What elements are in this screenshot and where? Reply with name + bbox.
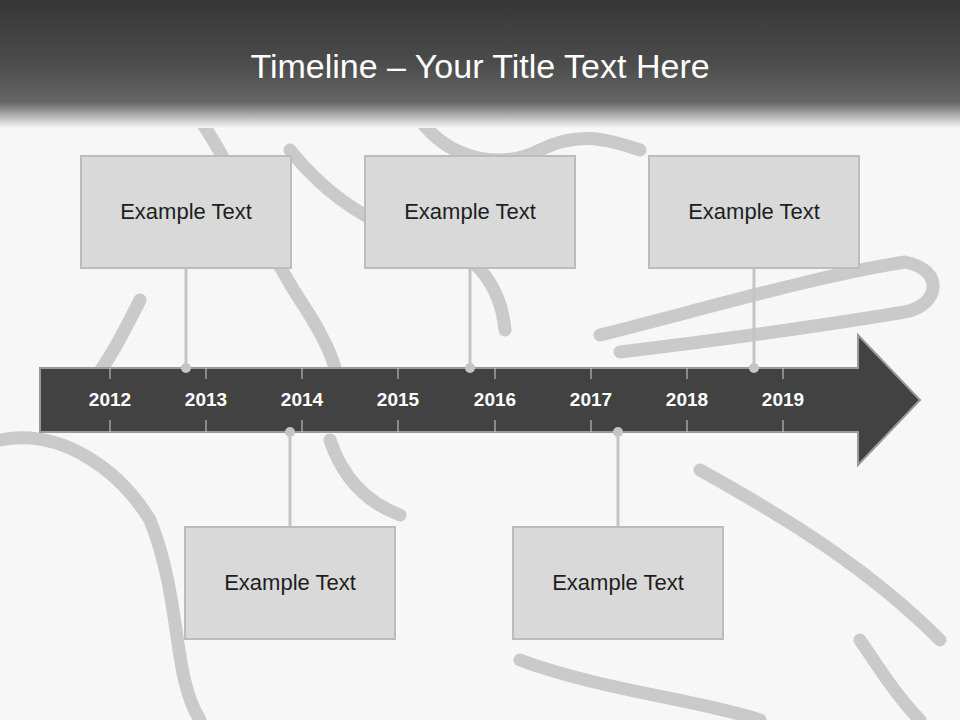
year-label: 2016 xyxy=(474,389,516,411)
year-label: 2015 xyxy=(377,389,419,411)
tick xyxy=(398,420,399,432)
year-label: 2014 xyxy=(281,389,323,411)
tick-marks xyxy=(110,368,783,432)
year-label: 2012 xyxy=(89,389,131,411)
tick xyxy=(783,368,784,379)
tick xyxy=(495,368,496,379)
event-text: Example Text xyxy=(224,570,356,596)
tick xyxy=(110,420,111,432)
tick xyxy=(687,368,688,379)
tick xyxy=(783,420,784,432)
year-label: 2019 xyxy=(762,389,804,411)
anchor-dot xyxy=(285,427,295,437)
slide-title: Timeline – Your Title Text Here xyxy=(0,44,960,88)
timeline-arrow: 2012 2013 2014 2015 2016 2017 2018 2019 xyxy=(38,333,924,467)
arrow-body xyxy=(40,335,920,465)
anchor-dot xyxy=(465,363,475,373)
tick xyxy=(398,368,399,379)
tick xyxy=(206,420,207,432)
anchor-dot xyxy=(749,363,759,373)
tick xyxy=(687,420,688,432)
anchor-dot xyxy=(613,427,623,437)
event-text: Example Text xyxy=(688,199,820,225)
event-box: Example Text xyxy=(364,155,576,269)
leader-line xyxy=(469,269,472,368)
leader-line xyxy=(617,432,620,526)
event-box: Example Text xyxy=(80,155,292,269)
tick xyxy=(495,420,496,432)
tick xyxy=(302,420,303,432)
tick xyxy=(110,368,111,379)
event-text: Example Text xyxy=(120,199,252,225)
year-label: 2017 xyxy=(570,389,612,411)
tick xyxy=(591,368,592,379)
tick xyxy=(591,420,592,432)
event-text: Example Text xyxy=(552,570,684,596)
event-text: Example Text xyxy=(404,199,536,225)
year-label: 2013 xyxy=(185,389,227,411)
leader-line xyxy=(185,269,188,368)
tick xyxy=(206,368,207,379)
event-box: Example Text xyxy=(184,526,396,640)
leader-line xyxy=(289,432,292,526)
leader-line xyxy=(753,269,756,368)
event-box: Example Text xyxy=(648,155,860,269)
tick xyxy=(302,368,303,379)
anchor-dot xyxy=(181,363,191,373)
year-label: 2018 xyxy=(666,389,708,411)
event-box: Example Text xyxy=(512,526,724,640)
